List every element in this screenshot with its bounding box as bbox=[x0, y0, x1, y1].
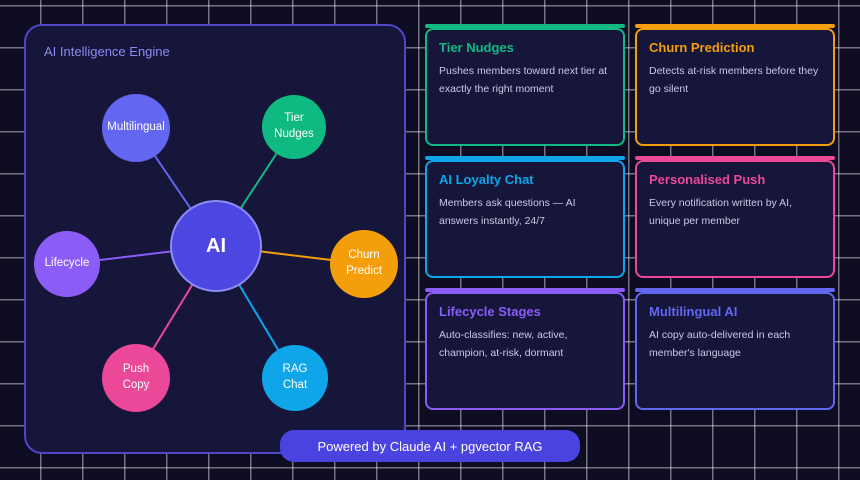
card-description: Detects at-risk members before they go s… bbox=[649, 65, 819, 96]
card-title: Tier Nudges bbox=[439, 40, 514, 55]
engine-title: AI Intelligence Engine bbox=[44, 44, 170, 59]
card-ai-loyalty-chat: AI Loyalty Chat Members ask questions — … bbox=[425, 156, 625, 278]
card-multilingual-ai: Multilingual AI AI copy auto-delivered i… bbox=[635, 288, 835, 410]
card-title: Churn Prediction bbox=[649, 40, 755, 55]
card-personalised-push: Personalised Push Every notification wri… bbox=[635, 156, 835, 278]
node-multilingual: Multilingual bbox=[102, 94, 170, 162]
node-rag-chat: RAG Chat bbox=[262, 345, 328, 411]
card-tier-nudges: Tier Nudges Pushes members toward next t… bbox=[425, 24, 625, 146]
card-title: Multilingual AI bbox=[649, 304, 738, 319]
card-title: Lifecycle Stages bbox=[439, 304, 541, 319]
card-title: Personalised Push bbox=[649, 172, 766, 187]
card-churn-prediction: Churn Prediction Detects at-risk members… bbox=[635, 24, 835, 146]
card-description: Every notification written by AI, unique… bbox=[649, 197, 792, 228]
node-tier-nudges: Tier Nudges bbox=[262, 95, 326, 159]
card-description: Pushes members toward next tier at exact… bbox=[439, 65, 608, 96]
node-push-copy: Push Copy bbox=[102, 344, 170, 412]
node-churn-predict: Churn Predict bbox=[330, 230, 398, 298]
card-description: Members ask questions — AI answers insta… bbox=[439, 197, 576, 228]
card-lifecycle-stages: Lifecycle Stages Auto-classifies: new, a… bbox=[425, 288, 625, 410]
node-ai-center: AI bbox=[170, 200, 262, 292]
node-lifecycle: Lifecycle bbox=[34, 231, 100, 297]
card-description: AI copy auto-delivered in each member's … bbox=[649, 329, 791, 360]
powered-by-badge: Powered by Claude AI + pgvector RAG bbox=[280, 430, 580, 462]
card-title: AI Loyalty Chat bbox=[439, 172, 534, 187]
card-description: Auto-classifies: new, active, champion, … bbox=[439, 329, 568, 360]
